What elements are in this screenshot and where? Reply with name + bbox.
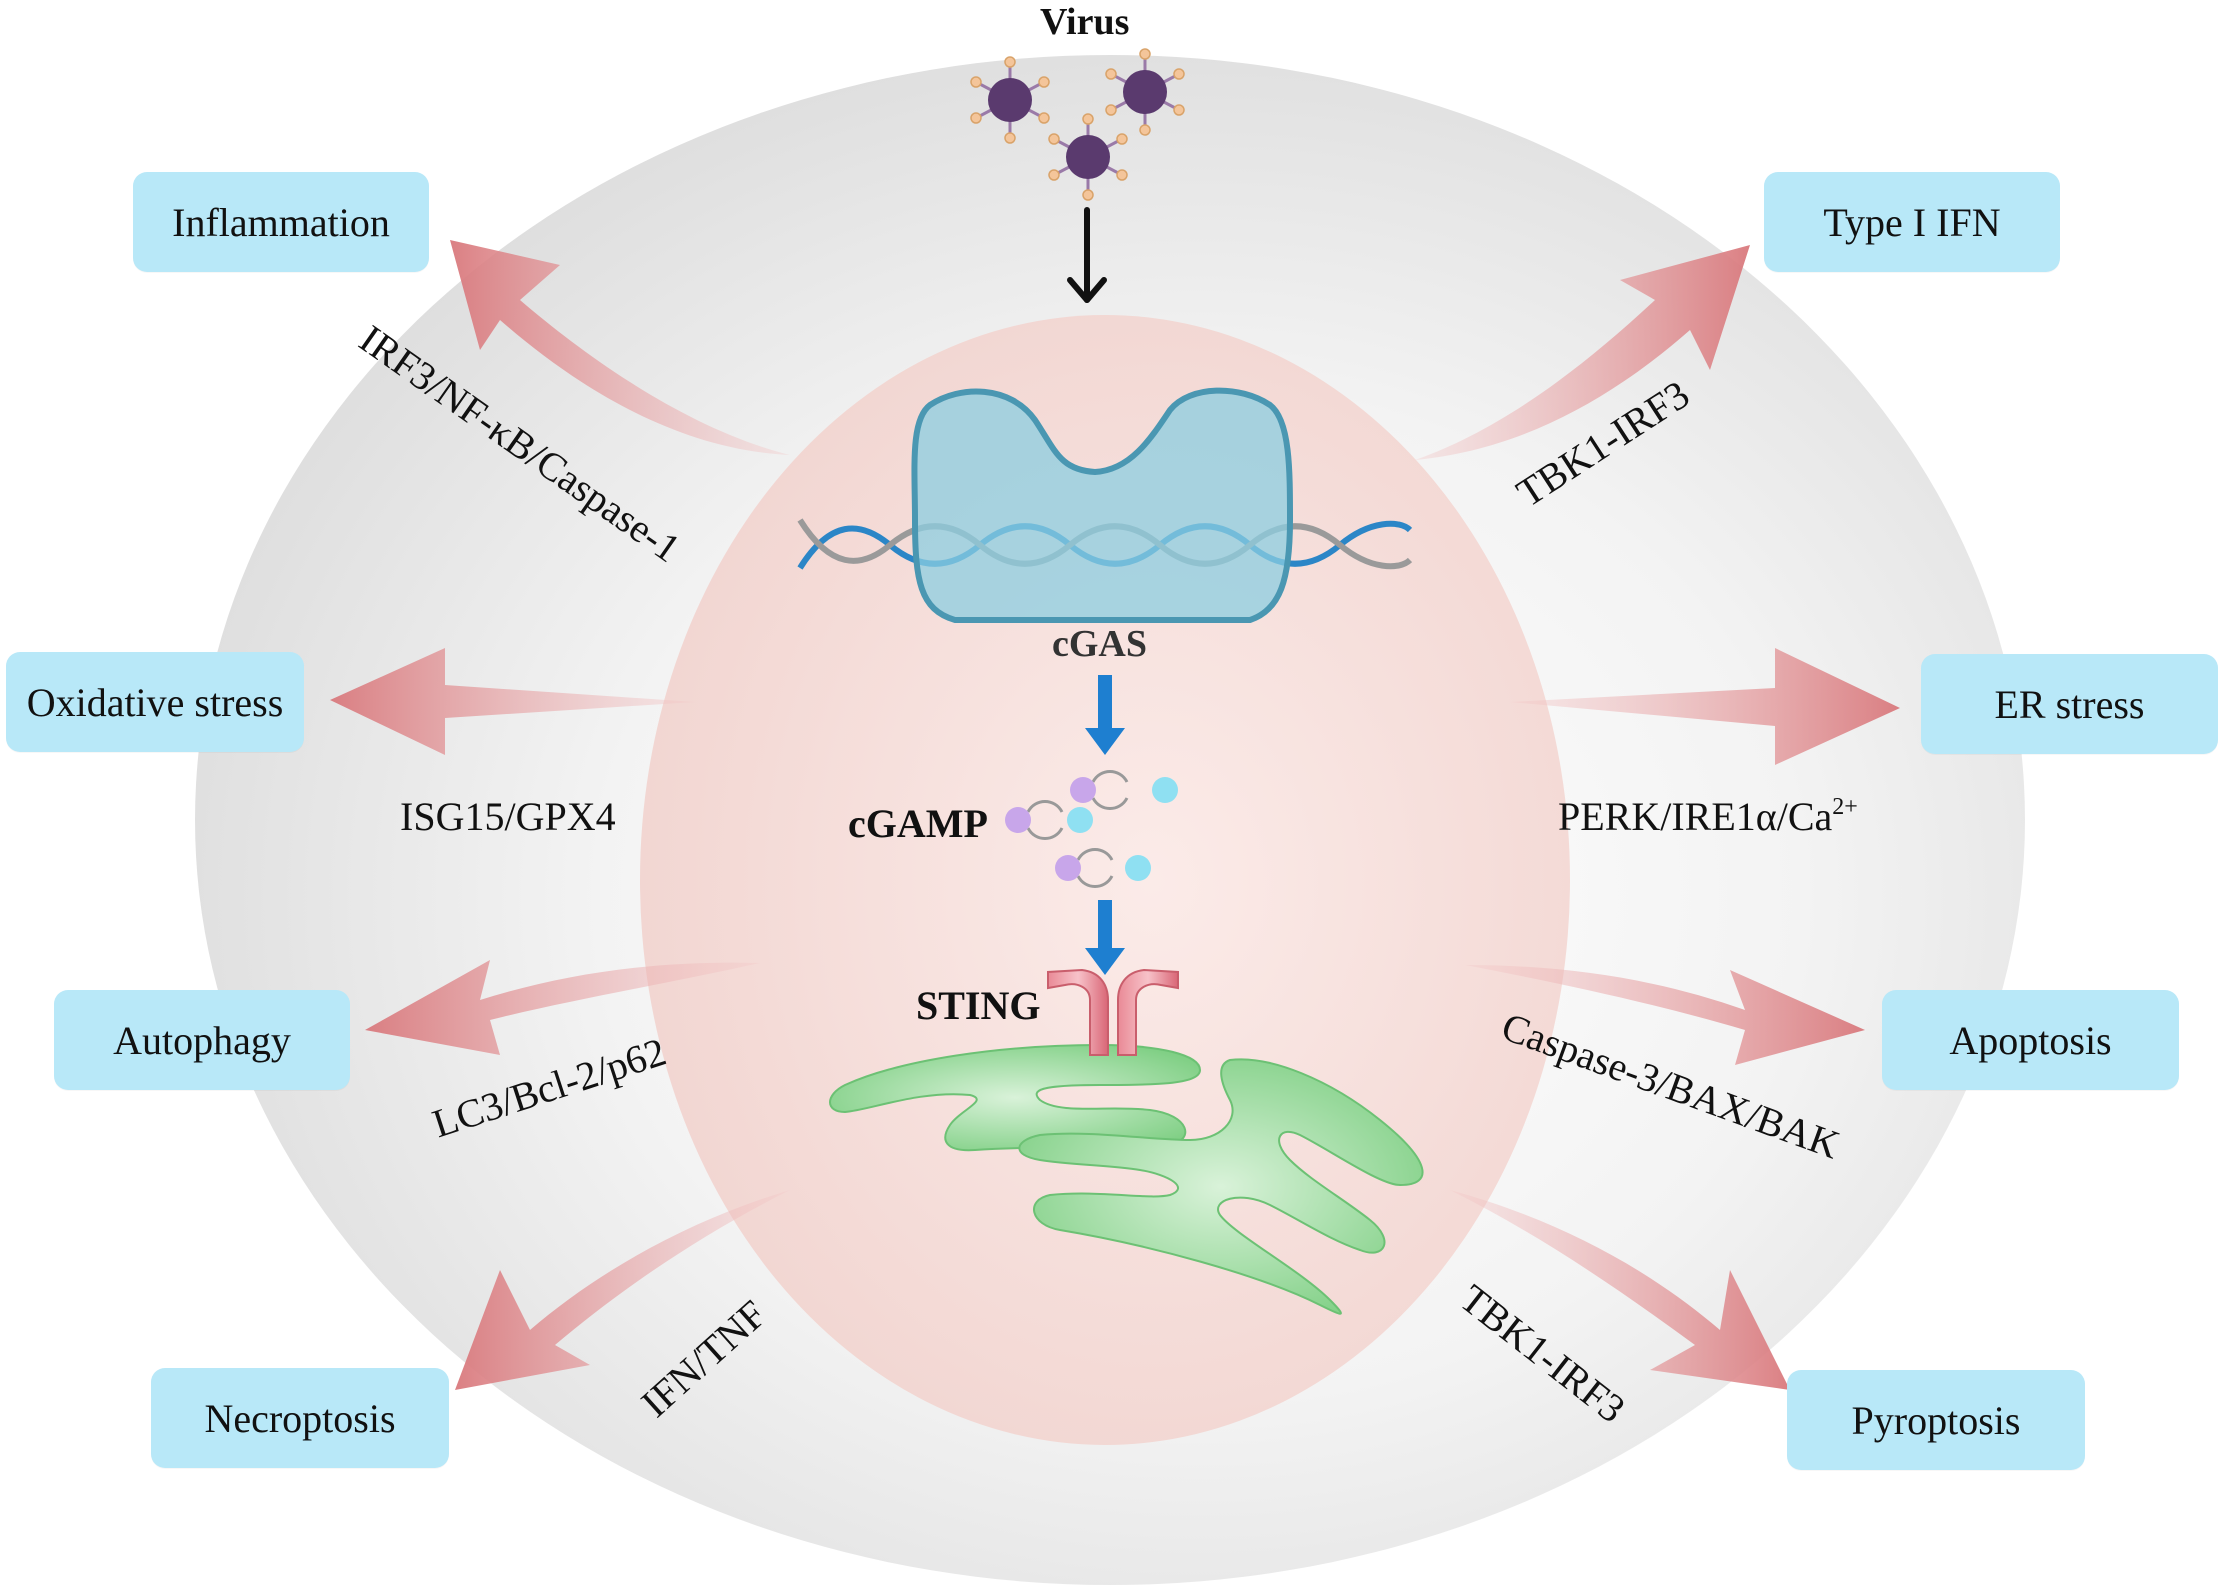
outcome-autophagy-box: Autophagy <box>54 990 350 1090</box>
outcome-type1-ifn-box: Type I IFN <box>1764 172 2060 272</box>
signal-arrow-cgamp-sting <box>1085 900 1125 975</box>
sting-dimer <box>1047 968 1179 1056</box>
arrow-autophagy <box>365 960 760 1055</box>
cgas-protein <box>911 387 1294 623</box>
outcome-oxidative-stress-box: Oxidative stress <box>6 652 304 752</box>
pathway-er-stress-superscript: 2+ <box>1832 794 1858 820</box>
arrow-pyroptosis <box>1450 1190 1790 1390</box>
golgi-apparatus <box>829 1043 1424 1315</box>
cgas-label: cGAS <box>1052 623 1147 665</box>
virus-entry-arrow <box>1067 207 1107 303</box>
arrow-oxidative-stress <box>330 648 695 755</box>
pathway-oxidative-stress: ISG15/GPX4 <box>400 794 616 839</box>
sting-label: STING <box>916 983 1041 1028</box>
cgamp-label: cGAMP <box>848 801 988 846</box>
outcome-pyroptosis-box: Pyroptosis <box>1787 1370 2085 1470</box>
outcome-apoptosis-box: Apoptosis <box>1882 990 2179 1090</box>
pathway-er-stress: PERK/IRE1α/Ca2+ <box>1558 793 1858 840</box>
cgamp-molecules <box>1005 770 1178 888</box>
pathway-er-stress-text: PERK/IRE1α/Ca <box>1558 794 1833 839</box>
signal-arrow-cgas-cgamp <box>1085 675 1125 755</box>
nucleus-region <box>640 315 1570 1445</box>
outcome-inflammation-box: Inflammation <box>133 172 429 272</box>
arrow-necroptosis <box>455 1190 790 1390</box>
outcome-er-stress-box: ER stress <box>1921 654 2218 754</box>
arrow-er-stress <box>1510 648 1900 765</box>
virus-label: Virus <box>1040 1 1130 43</box>
arrow-inflammation <box>450 240 790 455</box>
arrow-apoptosis <box>1465 965 1865 1065</box>
arrow-type1-ifn <box>1415 245 1750 460</box>
virus-particles <box>970 48 1185 201</box>
outcome-necroptosis-box: Necroptosis <box>151 1368 449 1468</box>
